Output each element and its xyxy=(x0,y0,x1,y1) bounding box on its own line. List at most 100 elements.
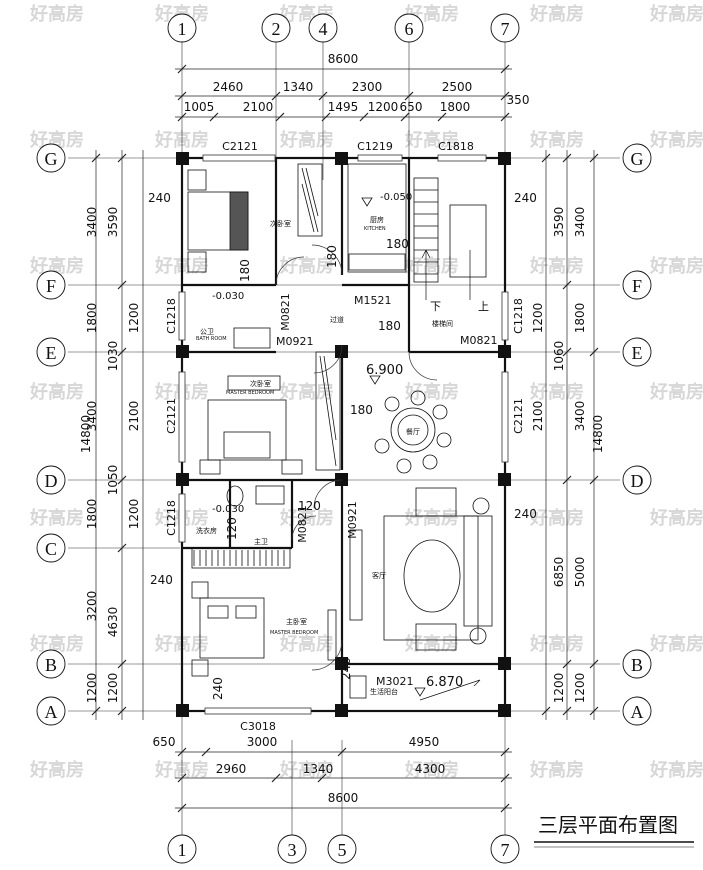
window-label: C2121 xyxy=(512,398,525,434)
furniture xyxy=(187,163,493,699)
watermark-text: 好高房 xyxy=(649,633,703,655)
axis-label-right: D xyxy=(631,471,644,491)
wardrobe-top xyxy=(297,163,323,237)
dim-small: 180 xyxy=(325,245,339,268)
watermark-text: 好高房 xyxy=(649,255,703,277)
dim-small: 240 xyxy=(514,191,537,205)
dim-top-row1: 2460 xyxy=(213,80,244,94)
dimension-labels: 8600 2460 1340 2300 2500 1005 2100 1495 … xyxy=(153,52,530,805)
dim-right-mid: 1060 xyxy=(552,341,566,372)
window-frames xyxy=(178,154,509,715)
dim-top-row2: 1495 xyxy=(328,100,359,114)
watermark-text: 好高房 xyxy=(29,3,84,25)
watermark-text: 好高房 xyxy=(279,381,334,403)
level-label: 6.900 xyxy=(366,363,403,378)
master-bed-bottom xyxy=(199,597,265,659)
dim-small: 240 xyxy=(339,657,353,680)
room-label: 楼梯间 xyxy=(432,319,453,328)
axis-label-left: C xyxy=(45,539,57,559)
watermark-text: 好高房 xyxy=(529,633,584,655)
watermark-text: 好高房 xyxy=(154,129,209,151)
watermark-text: 好高房 xyxy=(649,759,703,781)
nightstand xyxy=(187,169,207,191)
dim-bottom-row1: 3000 xyxy=(247,735,278,749)
axis-label-top: 4 xyxy=(319,19,328,39)
dim-top-row2: 650 xyxy=(400,100,423,114)
door-label: M3021 xyxy=(376,675,414,688)
dim-top-row2: 1005 xyxy=(184,100,215,114)
dim-small: 180 xyxy=(238,259,252,282)
room-label-en: MASTER BEDROOM xyxy=(226,390,274,396)
dim-left-inner2: 1200 xyxy=(127,499,141,530)
dim-right-inner: 3400 xyxy=(573,207,587,238)
room-label: 主卧室 xyxy=(286,617,307,626)
dim-left-mid: 1050 xyxy=(106,465,120,496)
dim-left-inner: 3400 xyxy=(85,207,99,238)
window-label: C1218 xyxy=(512,298,525,334)
axis-label-top: 7 xyxy=(501,19,510,39)
level-label: 6.870 xyxy=(426,675,463,690)
axis-label-left: B xyxy=(45,655,57,675)
room-label: 公卫 xyxy=(200,328,214,336)
dim-right-inner: 1200 xyxy=(573,673,587,704)
watermark-text: 好高房 xyxy=(404,129,459,151)
dim-left-inner: 1200 xyxy=(85,673,99,704)
watermark-text: 好高房 xyxy=(29,255,84,277)
level-markers xyxy=(361,197,426,697)
room-label: 生活阳台 xyxy=(370,687,398,696)
dim-bottom-row1: 4950 xyxy=(409,735,440,749)
dimension-labels-vertical: 14800 3590 1030 1050 4630 1200 3400 1800… xyxy=(79,207,605,704)
level-label: -0.050 xyxy=(380,192,412,203)
dim-small: 180 xyxy=(350,403,373,417)
door-label: M0921 xyxy=(346,501,359,539)
dim-right-inner: 1800 xyxy=(573,303,587,334)
room-label: 餐厅 xyxy=(406,427,420,436)
toilet xyxy=(226,485,244,507)
dim-right-inner: 3400 xyxy=(573,401,587,432)
watermark-text: 好高房 xyxy=(649,129,703,151)
dim-small: 240 xyxy=(211,677,225,700)
axis-bubbles xyxy=(36,13,652,864)
dim-left-mid: 1200 xyxy=(106,673,120,704)
watermark-text: 好高房 xyxy=(529,255,584,277)
window-label: C3018 xyxy=(240,720,276,733)
room-label: 过道 xyxy=(330,315,344,324)
dimension-lines xyxy=(95,68,595,809)
dim-bottom-row1: 650 xyxy=(153,735,176,749)
dim-small: 240 xyxy=(148,191,171,205)
dim-small: 240 xyxy=(514,507,537,521)
door-label: M0821 xyxy=(279,293,292,331)
bath-sink xyxy=(233,327,271,349)
axis-label-right: B xyxy=(631,655,643,675)
axis-labels: 1 2 4 6 7 1 3 5 7 G F E D C B A G F E D … xyxy=(45,19,644,860)
watermark-text: 好高房 xyxy=(404,381,459,403)
stair-up: 上 xyxy=(478,300,489,313)
watermark-text: 好高房 xyxy=(529,129,584,151)
dim-top-row2: 2100 xyxy=(243,100,274,114)
dim-left-inner: 1800 xyxy=(85,303,99,334)
dim-top-row2: 350 xyxy=(507,93,530,107)
master-bed-mid xyxy=(207,399,287,461)
dim-bottom-row2: 2960 xyxy=(216,762,247,776)
room-label: 客厅 xyxy=(372,571,386,580)
dim-right-inner2: 1200 xyxy=(531,303,545,334)
watermark-text: 好高房 xyxy=(29,759,84,781)
watermark-text: 好高房 xyxy=(29,633,84,655)
watermark-text: 好高房 xyxy=(649,3,703,25)
watermark-text: 好高房 xyxy=(279,633,334,655)
nightstand xyxy=(187,251,207,273)
dim-left-mid: 4630 xyxy=(106,607,120,638)
watermark-layer: 好高房好高房好高房好高房好高房好高房好高房好高房好高房好高房好高房好高房好高房好… xyxy=(29,3,703,781)
tv-bedroom xyxy=(327,609,337,661)
window-label: C1218 xyxy=(165,298,178,334)
room-label-en: BATH ROOM xyxy=(196,336,227,342)
watermark-text: 好高房 xyxy=(29,129,84,151)
axis-label-top: 1 xyxy=(178,19,187,39)
dim-right-mid: 3590 xyxy=(552,207,566,238)
tv-cabinet xyxy=(349,529,363,621)
window-labels: C2121 C1219 C1818 C1218 C2121 C1218 C212… xyxy=(165,140,525,733)
stair-down: 下 xyxy=(430,300,441,313)
watermark-text: 好高房 xyxy=(279,129,334,151)
axis-label-left: D xyxy=(45,471,58,491)
watermark-text: 好高房 xyxy=(154,759,209,781)
